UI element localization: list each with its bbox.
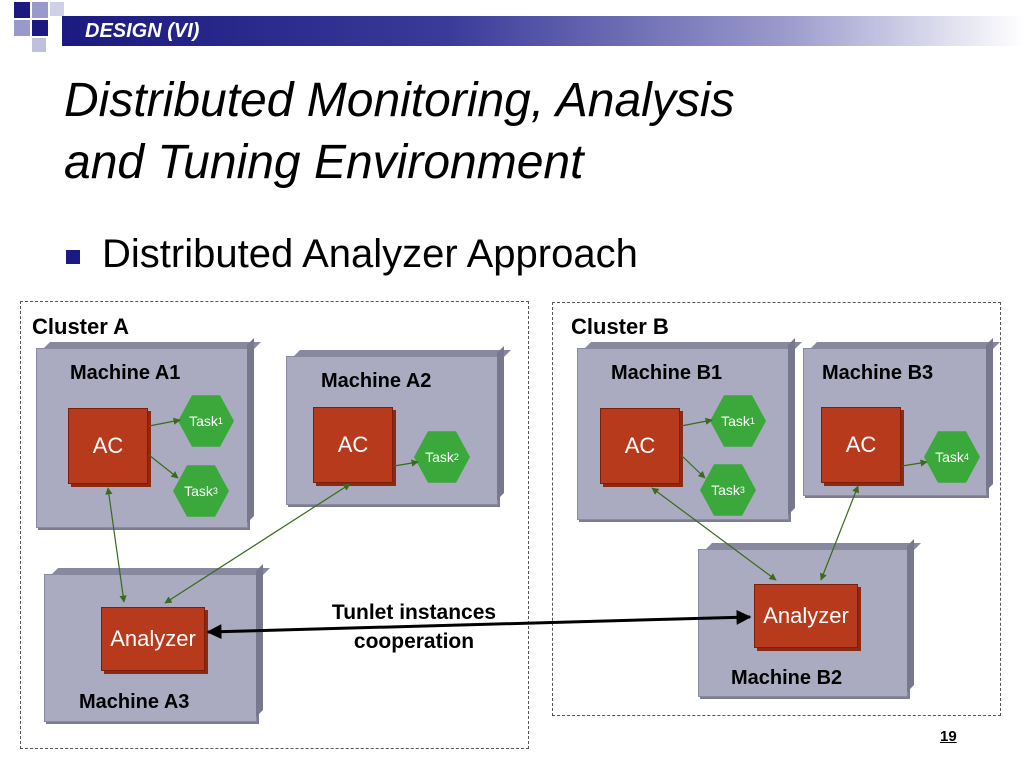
analyzer-a3: Analyzer (101, 607, 205, 671)
machine-a1-label: Machine A1 (70, 362, 181, 384)
ac-a2: AC (313, 407, 393, 483)
machine-b3-label: Machine B3 (822, 362, 934, 384)
machine-b1-label: Machine B1 (611, 362, 723, 384)
ac-a1: AC (68, 408, 148, 484)
cooperation-label-line-2: cooperation (353, 630, 475, 653)
machine-a2-label: Machine A2 (321, 370, 432, 392)
ac-b3: AC (821, 407, 901, 483)
machine-a3-label: Machine A3 (79, 691, 190, 713)
cluster-a-title: Cluster A (32, 314, 129, 339)
slide-title: Distributed Monitoring, Analysis and Tun… (64, 70, 964, 194)
bullet-text: Distributed Analyzer Approach (102, 232, 638, 276)
logo-squares (0, 0, 80, 60)
cooperation-label-line-1: Tunlet instances (331, 601, 497, 624)
title-line-2: and Tuning Environment (64, 136, 584, 189)
ac-b1: AC (600, 408, 680, 484)
section-label: DESIGN (VI) (85, 20, 200, 42)
header-bar (62, 16, 1024, 46)
cooperation-label: Tunlet instances cooperation (300, 598, 528, 656)
cluster-b-title: Cluster B (571, 314, 669, 339)
page-number: 19 (940, 728, 957, 745)
analyzer-b2: Analyzer (754, 584, 858, 648)
bullet-square-icon (66, 250, 80, 264)
title-line-1: Distributed Monitoring, Analysis (64, 74, 735, 127)
machine-b2-label: Machine B2 (731, 667, 843, 689)
